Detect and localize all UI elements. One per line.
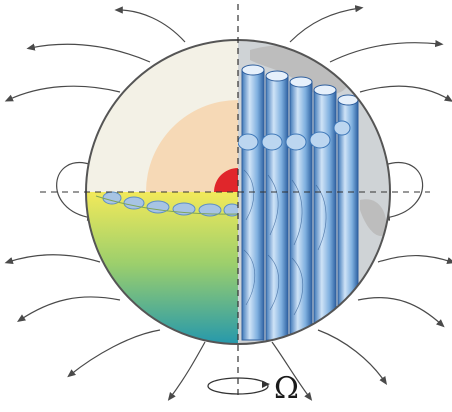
rotation-arrow bbox=[207, 377, 270, 395]
field-lines bbox=[4, 5, 452, 401]
globe-interior bbox=[86, 40, 390, 344]
field-line bbox=[4, 85, 121, 102]
field-line bbox=[167, 341, 206, 401]
column-swirls bbox=[243, 169, 327, 316]
continent-shape bbox=[360, 199, 387, 236]
field-line bbox=[17, 296, 121, 322]
field-line bbox=[381, 162, 424, 221]
field-line bbox=[67, 329, 161, 378]
field-line bbox=[289, 5, 364, 43]
field-line bbox=[329, 39, 444, 63]
field-line bbox=[359, 85, 452, 102]
field-line bbox=[114, 6, 186, 43]
rotation-symbol-label: Ω bbox=[274, 371, 299, 406]
column-group bbox=[241, 64, 359, 341]
column-cross-sections bbox=[238, 120, 351, 151]
field-line bbox=[4, 254, 101, 264]
field-line bbox=[56, 162, 96, 221]
field-line bbox=[26, 43, 151, 63]
field-line bbox=[271, 341, 313, 401]
field-line bbox=[357, 297, 445, 328]
field-line bbox=[377, 254, 452, 264]
field-line bbox=[317, 329, 388, 385]
